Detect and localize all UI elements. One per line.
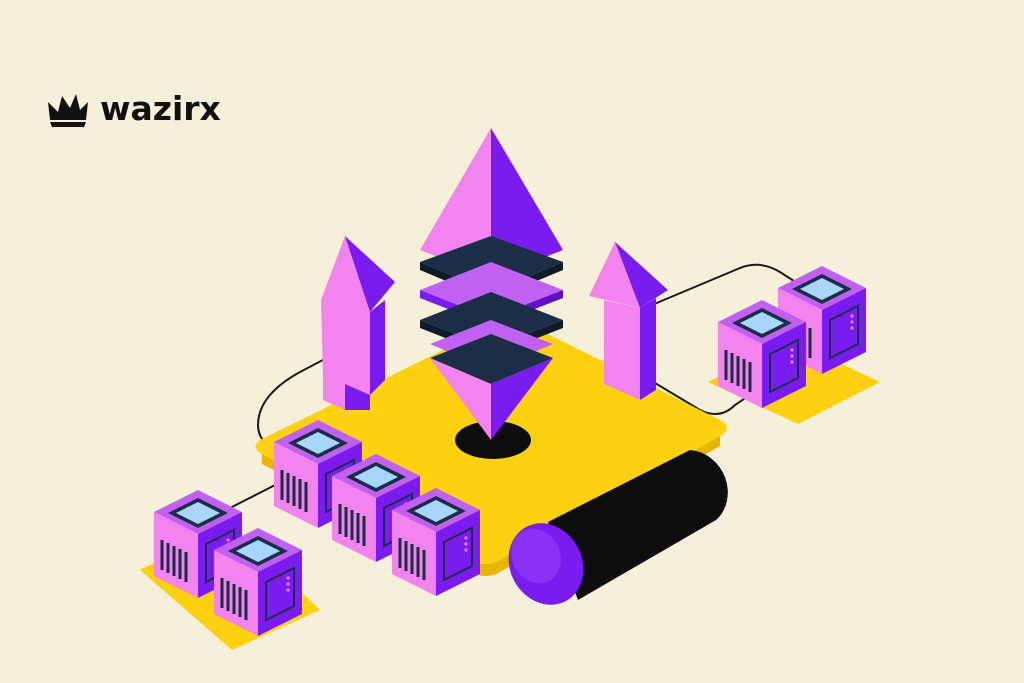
platform-hole	[455, 421, 531, 459]
crown-icon	[48, 94, 88, 127]
server-block-icon	[390, 486, 482, 598]
pipe-icon	[508, 450, 728, 605]
server-block-icon	[212, 526, 304, 638]
up-arrow-icon	[321, 236, 395, 410]
brand-logo: wazirx	[46, 92, 221, 128]
server-block-icon	[716, 298, 808, 410]
brand-wordmark: wazirx	[100, 88, 221, 128]
up-arrow-icon	[589, 242, 668, 400]
ethereum-icon	[420, 128, 563, 440]
